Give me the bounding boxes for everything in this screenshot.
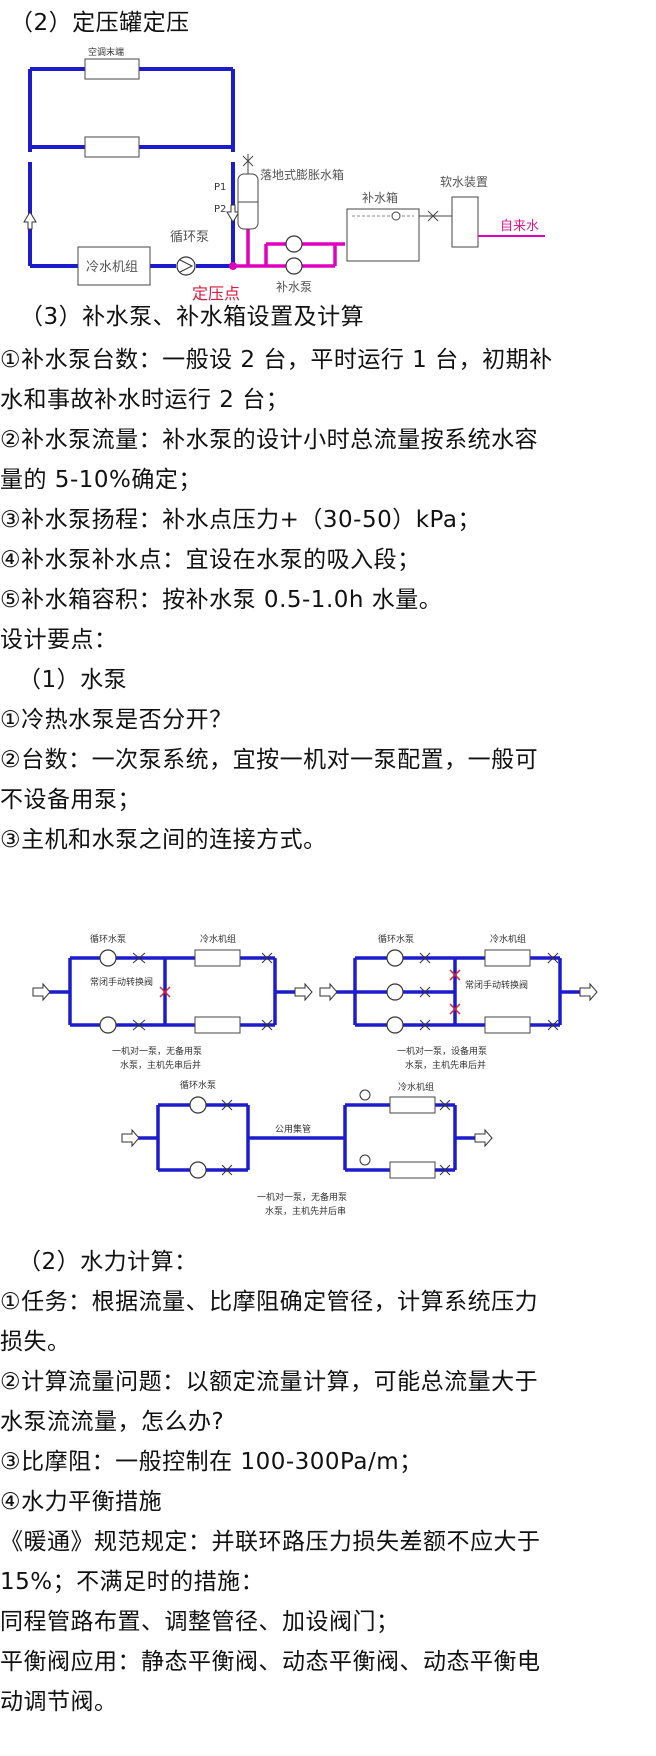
heading-pump: （1）水泵 xyxy=(18,667,128,693)
makeup-pump-label: 补水泵 xyxy=(276,280,312,294)
pump-chiller-connection-diagrams: 循环水泵 冷水机组 常闭手动转换阀 一机对一泵，无备用泵 水泵，主机先串后并 循… xyxy=(32,933,598,1217)
text-line: 同程管路布置、调整管径、加设阀门； xyxy=(0,1609,400,1635)
chiller-box xyxy=(484,1016,531,1034)
text-line: ②台数：一次泵系统，宜按一机对一泵配置，一般可 xyxy=(0,747,539,773)
chiller-box xyxy=(484,949,531,967)
pump-icon xyxy=(386,1016,404,1034)
pump-icon xyxy=(386,949,404,967)
caption-line-1: 一机对一泵，设备用泵 xyxy=(397,1045,487,1057)
diagram-series-then-parallel-no-standby: 循环水泵 冷水机组 常闭手动转换阀 一机对一泵，无备用泵 水泵，主机先串后并 xyxy=(32,933,313,1071)
text-line: 设计要点： xyxy=(0,627,118,653)
text-line: ①冷热水泵是否分开？ xyxy=(0,707,233,733)
caption-line-2: 水泵，主机先串后并 xyxy=(405,1059,486,1071)
expansion-tank-label: 落地式膨胀水箱 xyxy=(260,167,344,182)
chiller-box xyxy=(77,246,151,286)
pump-icon xyxy=(99,949,117,967)
makeup-pump-2-icon xyxy=(285,257,303,275)
text-line: 15%；不满足时的措施： xyxy=(0,1569,265,1595)
softener-label: 软水装置 xyxy=(440,175,488,189)
caption-line-1: 一机对一泵，无备用泵 xyxy=(257,1191,347,1203)
softener-unit xyxy=(451,196,479,248)
text-line: ③比摩阻：一般控制在 100-300Pa/m； xyxy=(0,1449,423,1475)
pump-label: 循环水泵 xyxy=(180,1079,216,1091)
text-line: ③补水泵扬程：补水点压力+（30-50）kPa； xyxy=(0,507,481,533)
chiller-box xyxy=(389,1161,436,1179)
text-line: ④补水泵补水点：宜设在水泵的吸入段； xyxy=(0,547,421,573)
valve-label: 常闭手动转换阀 xyxy=(465,979,528,991)
text-line: 不设备用泵； xyxy=(0,787,141,813)
circulation-pump-icon xyxy=(176,256,196,276)
text-line: 平衡阀应用：静态平衡阀、动态平衡阀、动态平衡电 xyxy=(0,1649,541,1675)
chiller-label: 冷水机组 xyxy=(86,260,138,275)
text-line: 量的 5-10%确定； xyxy=(0,467,202,493)
chiller-label: 冷水机组 xyxy=(200,933,236,945)
text-line: 水泵流流量，怎么办? xyxy=(0,1409,225,1435)
text-line: ⑤补水箱容积：按补水泵 0.5-1.0h 水量。 xyxy=(0,587,443,613)
caption-line-1: 一机对一泵，无备用泵 xyxy=(112,1045,202,1057)
section-heading-constant-pressure: （2）定压罐定压 xyxy=(10,10,190,36)
chiller-label: 冷水机组 xyxy=(398,1081,434,1093)
pump-icon xyxy=(189,1161,207,1179)
changeover-valve-icon xyxy=(449,969,461,1015)
diagram-parallel-then-series-common-header: 循环水泵 冷水机组 公用集管 一机对一泵，无备用泵 水泵，主机先并后串 xyxy=(121,1079,493,1217)
tap-water-label: 自来水 xyxy=(500,219,539,234)
text-line: ②计算流量问题：以额定流量计算，可能总流量大于 xyxy=(0,1369,539,1395)
pump-icon xyxy=(386,983,404,1001)
text-line: ④水力平衡措施 xyxy=(0,1489,163,1515)
makeup-tank xyxy=(346,208,420,262)
chiller-box xyxy=(389,1096,436,1114)
text-line: ②补水泵流量：补水泵的设计小时总流量按系统水容 xyxy=(0,427,539,453)
text-line: 损失。 xyxy=(0,1329,71,1355)
chiller-box xyxy=(194,1016,241,1034)
chiller-box xyxy=(194,949,241,967)
text-line: ③主机和水泵之间的连接方式。 xyxy=(0,827,327,853)
changeover-valve-icon xyxy=(159,986,171,998)
diagram-series-then-parallel-with-standby: 循环水泵 冷水机组 常闭手动转换阀 一机对一泵，设备用泵 水泵，主机先串后并 xyxy=(319,933,598,1071)
makeup-tank-label: 补水箱 xyxy=(362,190,398,205)
makeup-pump-1-icon xyxy=(285,235,303,253)
valve-label: 常闭手动转换阀 xyxy=(90,976,153,988)
p2-label: P2 xyxy=(214,204,226,215)
caption-line-2: 水泵，主机先串后并 xyxy=(120,1059,201,1071)
terminal-unit-2 xyxy=(84,136,140,158)
pump-label: 循环泵 xyxy=(170,230,209,245)
caption-line-2: 水泵，主机先并后串 xyxy=(265,1205,346,1217)
text-line: ①补水泵台数：一般设 2 台，平时运行 1 台，初期补 xyxy=(0,347,553,373)
chiller-label: 冷水机组 xyxy=(490,933,526,945)
header-label: 公用集管 xyxy=(275,1123,311,1135)
terminal-label: 空调末端 xyxy=(88,46,124,58)
pump-label: 循环水泵 xyxy=(378,933,414,945)
text-line: 动调节阀。 xyxy=(0,1689,118,1715)
pump-icon xyxy=(99,1016,117,1034)
text-line: 《暖通》规范规定：并联环路压力损失差额不应大于 xyxy=(0,1529,541,1555)
pressure-point-label: 定压点 xyxy=(192,284,240,303)
heading-makeup-pump: （3）补水泵、补水箱设置及计算 xyxy=(20,304,365,330)
pressure-tank-diagram: 空调末端 冷水机组 循环泵 定压点 P1 P2 落地式膨胀水箱 补水泵 补水箱 … xyxy=(23,46,545,303)
pump-label: 循环水泵 xyxy=(90,933,126,945)
p1-label: P1 xyxy=(214,182,226,193)
pump-icon xyxy=(189,1096,207,1114)
text-line: 水和事故补水时运行 2 台； xyxy=(0,387,290,413)
heading-hydraulic-calc: （2）水力计算： xyxy=(18,1249,198,1275)
terminal-unit-1 xyxy=(84,58,140,80)
text-line: ①任务：根据流量、比摩阻确定管径，计算系统压力 xyxy=(0,1289,539,1315)
